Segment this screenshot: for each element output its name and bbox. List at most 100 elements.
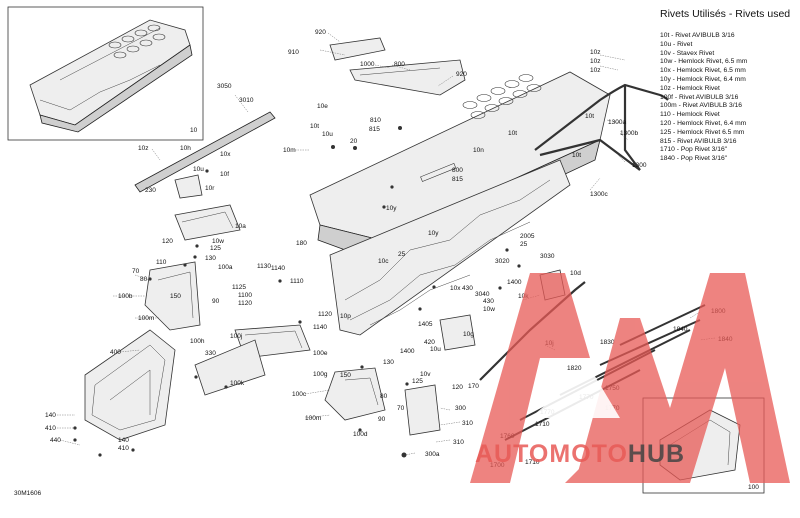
callout-label: 920: [315, 29, 326, 36]
callout-label: 10c: [378, 258, 389, 265]
callout-label: 10m: [283, 147, 296, 154]
callout-label: 10y: [428, 230, 439, 237]
callout-label: 3010: [239, 97, 254, 104]
callout-label: 1120: [238, 300, 252, 307]
callout-label: 10t: [508, 130, 517, 137]
callout-label: 1820: [567, 365, 582, 372]
callout-label: 1830: [600, 339, 615, 346]
callout-label: 1840: [673, 326, 688, 333]
footrest-bracket: [174, 204, 241, 241]
callout-label: 1400: [400, 348, 415, 355]
callout-label: 10n: [473, 147, 484, 154]
lower-panel: [194, 339, 266, 396]
mid-support: [324, 367, 386, 421]
callout-label: 100m: [138, 315, 154, 322]
callout-label: 10x: [220, 151, 231, 158]
callout-label: 3050: [217, 83, 232, 90]
legend-item: 10w - Hemlock Rivet, 6.5 mm: [660, 58, 748, 66]
callout-label: 25: [398, 251, 406, 258]
callout-label: 20: [350, 138, 358, 145]
callout-label: 1300a: [608, 119, 626, 126]
legend-item: 100m - Rivet AVIBULB 3/16: [660, 102, 743, 110]
callout-label: 810: [370, 117, 381, 124]
watermark-text: AUTOMOTOHUB: [475, 440, 685, 469]
legend-item: 1710 - Pop Rivet 3/16": [660, 146, 728, 154]
callout-label: 10t: [572, 152, 581, 159]
callout-label: 910: [288, 49, 299, 56]
callout-label: 100k: [230, 380, 245, 387]
upper-bracket: [329, 37, 466, 96]
callout-label: 125: [210, 245, 221, 252]
callout-label: 920: [456, 71, 467, 78]
callout-label: 1300: [632, 162, 647, 169]
front-frame: [84, 329, 176, 441]
callout-label: 90: [212, 298, 220, 305]
watermark-word-hub: HUB: [627, 440, 686, 468]
center-bracket: [439, 314, 476, 351]
callout-label: 10r: [205, 185, 215, 192]
callout-label: 130: [383, 359, 394, 366]
callout-label: 1405: [418, 321, 433, 328]
chassis-overview-drawing: [29, 19, 193, 133]
callout-label: 10z: [590, 67, 600, 74]
callout-label: 130: [205, 255, 216, 262]
callout-label: 10: [190, 127, 198, 134]
callout-label: 100c: [292, 391, 307, 398]
callout-label: 430: [483, 298, 494, 305]
callout-label: 10x: [450, 285, 461, 292]
watermark-word-moto: MOTO: [549, 440, 628, 468]
callout-label: 10u: [430, 346, 441, 353]
callout-label: 400: [110, 349, 121, 356]
legend-item: 120 - Hemlock Rivet, 6.4 mm: [660, 119, 747, 127]
callout-label: 1710: [525, 459, 540, 466]
callout-label: 90: [378, 416, 386, 423]
callout-label: 10f: [220, 171, 229, 178]
callout-label: 120: [452, 384, 463, 391]
callout-label: 180: [296, 240, 307, 247]
callout-label: 100m: [305, 415, 321, 422]
callout-label: 70: [397, 405, 405, 412]
callout-label: 10y: [386, 205, 397, 212]
leader-lines: [57, 32, 716, 456]
callout-label: 80: [140, 276, 148, 283]
callout-label: 3030: [540, 253, 555, 260]
callout-label: 10t: [585, 113, 594, 120]
callout-label: 10g: [463, 331, 474, 338]
legend-item: 10t - Rivet AVIBULB 3/16: [660, 32, 735, 39]
callout-label: 420: [424, 339, 435, 346]
callout-label: 100a: [218, 264, 233, 271]
callout-label: 1140: [271, 265, 285, 272]
callout-label: 1710: [535, 421, 550, 428]
callout-label: 1110: [290, 278, 304, 285]
callout-label: 800: [394, 61, 405, 68]
callout-label: 100d: [353, 431, 368, 438]
callout-label: 800: [452, 167, 463, 174]
callout-label: 230: [145, 187, 156, 194]
callout-label: 1130: [257, 263, 271, 270]
callout-label: 1300c: [590, 191, 608, 198]
callout-label: 1000: [360, 61, 375, 68]
callout-label: 3020: [495, 258, 510, 265]
front-suspension-mount: [144, 261, 201, 331]
legend-item: 125 - Hemlock Rivet 6.5 mm: [660, 128, 745, 136]
callout-label: 300: [455, 405, 466, 412]
legend-list: 10t - Rivet AVIBULB 3/16 10u - Rivet 10v…: [660, 32, 800, 164]
callout-label: 10u: [322, 131, 333, 138]
left-rail-strip: [134, 111, 276, 193]
callout-label: 10e: [317, 103, 328, 110]
callout-label: 1120: [318, 311, 332, 318]
tunnel-side-panel: [329, 159, 571, 336]
legend-item: 815 - Rivet AVIBULB 3/16: [660, 137, 737, 145]
callout-label: 140: [45, 412, 56, 419]
callout-label: 310: [453, 439, 464, 446]
legend-item: 10u - Rivet: [660, 40, 693, 48]
callout-label: 10p: [340, 313, 351, 320]
callout-label: 110: [156, 259, 167, 266]
callout-label: 1125: [232, 284, 246, 291]
callout-label: 10a: [235, 223, 246, 230]
legend-item: 10z - Hemlock Rivet: [660, 84, 720, 92]
callout-label: 10w: [483, 306, 495, 313]
inset-frame-overview: [7, 6, 204, 141]
callout-label: 100h: [190, 338, 205, 345]
legend-item: 10v - Stavex Rivet: [660, 49, 715, 57]
